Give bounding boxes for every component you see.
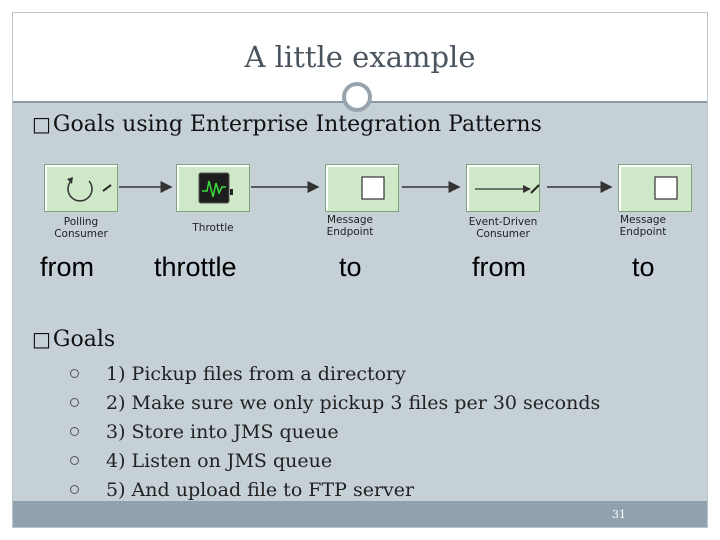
message-endpoint-icon <box>361 176 385 200</box>
circle-bullet-icon <box>70 398 79 407</box>
bullet-goals-eip: □Goals using Enterprise Integration Patt… <box>32 112 542 137</box>
list-item: 3) Store into JMS queue <box>60 418 600 447</box>
step-label-throttle: throttle <box>154 252 237 282</box>
step-label-to-2: to <box>632 252 655 282</box>
polling-consumer-icon <box>67 177 112 202</box>
bullet-marker-icon: □ <box>32 327 51 351</box>
list-item: 5) And upload file to FTP server <box>60 476 600 505</box>
node-message-endpoint-1 <box>325 164 399 212</box>
circle-bullet-icon <box>70 456 79 465</box>
bullet-marker-icon: □ <box>32 112 51 136</box>
slide-title: A little example <box>244 40 476 74</box>
step-label-to-1: to <box>339 252 362 282</box>
bullet-goals: □Goals <box>32 327 115 352</box>
bullet-text: Goals using Enterprise Integration Patte… <box>52 112 542 137</box>
footer-bar <box>13 501 707 527</box>
event-driven-consumer-icon <box>475 184 540 194</box>
page-number: 31 <box>612 508 626 521</box>
node-throttle <box>176 164 250 212</box>
node-event-driven-consumer <box>466 164 540 212</box>
list-item: 1) Pickup files from a directory <box>60 360 600 389</box>
node-message-endpoint-2 <box>618 164 692 212</box>
message-endpoint-icon <box>654 176 678 200</box>
list-item: 2) Make sure we only pickup 3 files per … <box>60 389 600 418</box>
circle-bullet-icon <box>70 369 79 378</box>
node-label-event-driven-consumer: Event-Driven Consumer <box>468 216 538 240</box>
node-label-message-endpoint-2: Message Endpoint <box>619 214 667 238</box>
circle-bullet-icon <box>70 485 79 494</box>
list-item: 4) Listen on JMS queue <box>60 447 600 476</box>
decorative-ring-icon <box>342 82 372 112</box>
circle-bullet-icon <box>70 427 79 436</box>
throttle-icon <box>198 172 233 204</box>
step-label-from-2: from <box>472 252 526 282</box>
node-polling-consumer <box>44 164 118 212</box>
node-label-message-endpoint-1: Message Endpoint <box>326 214 374 238</box>
flow-arrows <box>119 181 613 193</box>
bullet-text: Goals <box>52 327 116 352</box>
step-label-from-1: from <box>40 252 94 282</box>
goals-list: 1) Pickup files from a directory 2) Make… <box>60 360 600 505</box>
node-label-throttle: Throttle <box>192 222 234 234</box>
node-label-polling-consumer: Polling Consumer <box>54 216 108 240</box>
